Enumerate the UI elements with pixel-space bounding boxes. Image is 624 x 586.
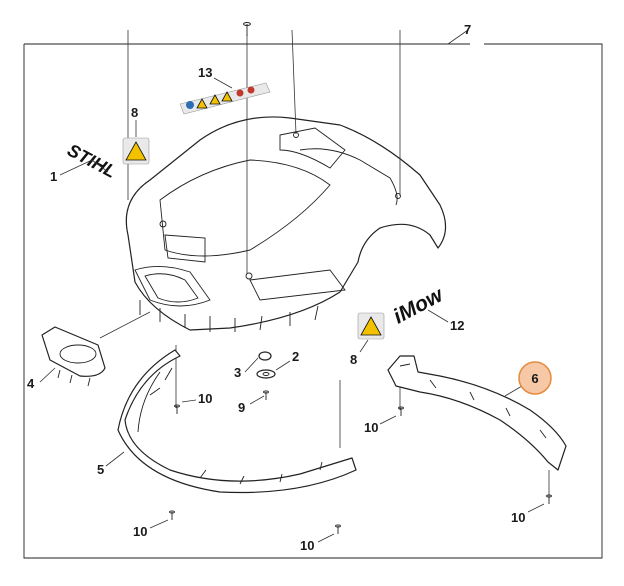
fitting-part-2: [256, 369, 276, 379]
screw-10-left-upper: [174, 404, 180, 414]
callout-13: 13: [198, 65, 212, 80]
front-bumper-skirt: [117, 349, 357, 494]
warning-label-8-upper: [122, 137, 150, 165]
stihl-logo-text: STIHL: [64, 140, 119, 182]
callout-2: 2: [292, 349, 299, 364]
highlight-circle: [518, 361, 552, 395]
callout-4: 4: [27, 376, 35, 391]
screw-10-right-middle: [398, 406, 404, 416]
callout-10-c: 10: [300, 538, 314, 553]
callout-1: 1: [50, 169, 57, 184]
fitting-part-3: [258, 351, 272, 361]
rear-bumper-skirt: [387, 355, 567, 471]
screw-10-bottom-left: [169, 510, 175, 520]
callout-8-lower: 8: [350, 352, 357, 367]
callout-5: 5: [97, 462, 104, 477]
screw-9: [263, 390, 269, 400]
warning-label-8-lower: [357, 312, 385, 340]
imow-logo-text: iMow: [390, 283, 449, 329]
screw-10-bottom-right: [546, 494, 552, 504]
callout-9: 9: [238, 400, 245, 415]
callout-10-b: 10: [133, 524, 147, 539]
callout-10-d: 10: [364, 420, 378, 435]
callout-7: 7: [464, 22, 471, 37]
callout-6: 6: [531, 371, 538, 386]
hood-cover: [125, 116, 447, 332]
callout-6-highlight[interactable]: 6: [518, 361, 552, 395]
screw-10-bottom-center: [335, 524, 341, 534]
callout-8-upper: 8: [131, 105, 138, 120]
front-insert-part: [41, 326, 106, 387]
callout-3: 3: [234, 365, 241, 380]
warning-label-strip: [179, 82, 271, 115]
callout-12: 12: [450, 318, 464, 333]
callout-10-a: 10: [198, 391, 212, 406]
callout-10-e: 10: [511, 510, 525, 525]
top-screw: [243, 22, 251, 36]
